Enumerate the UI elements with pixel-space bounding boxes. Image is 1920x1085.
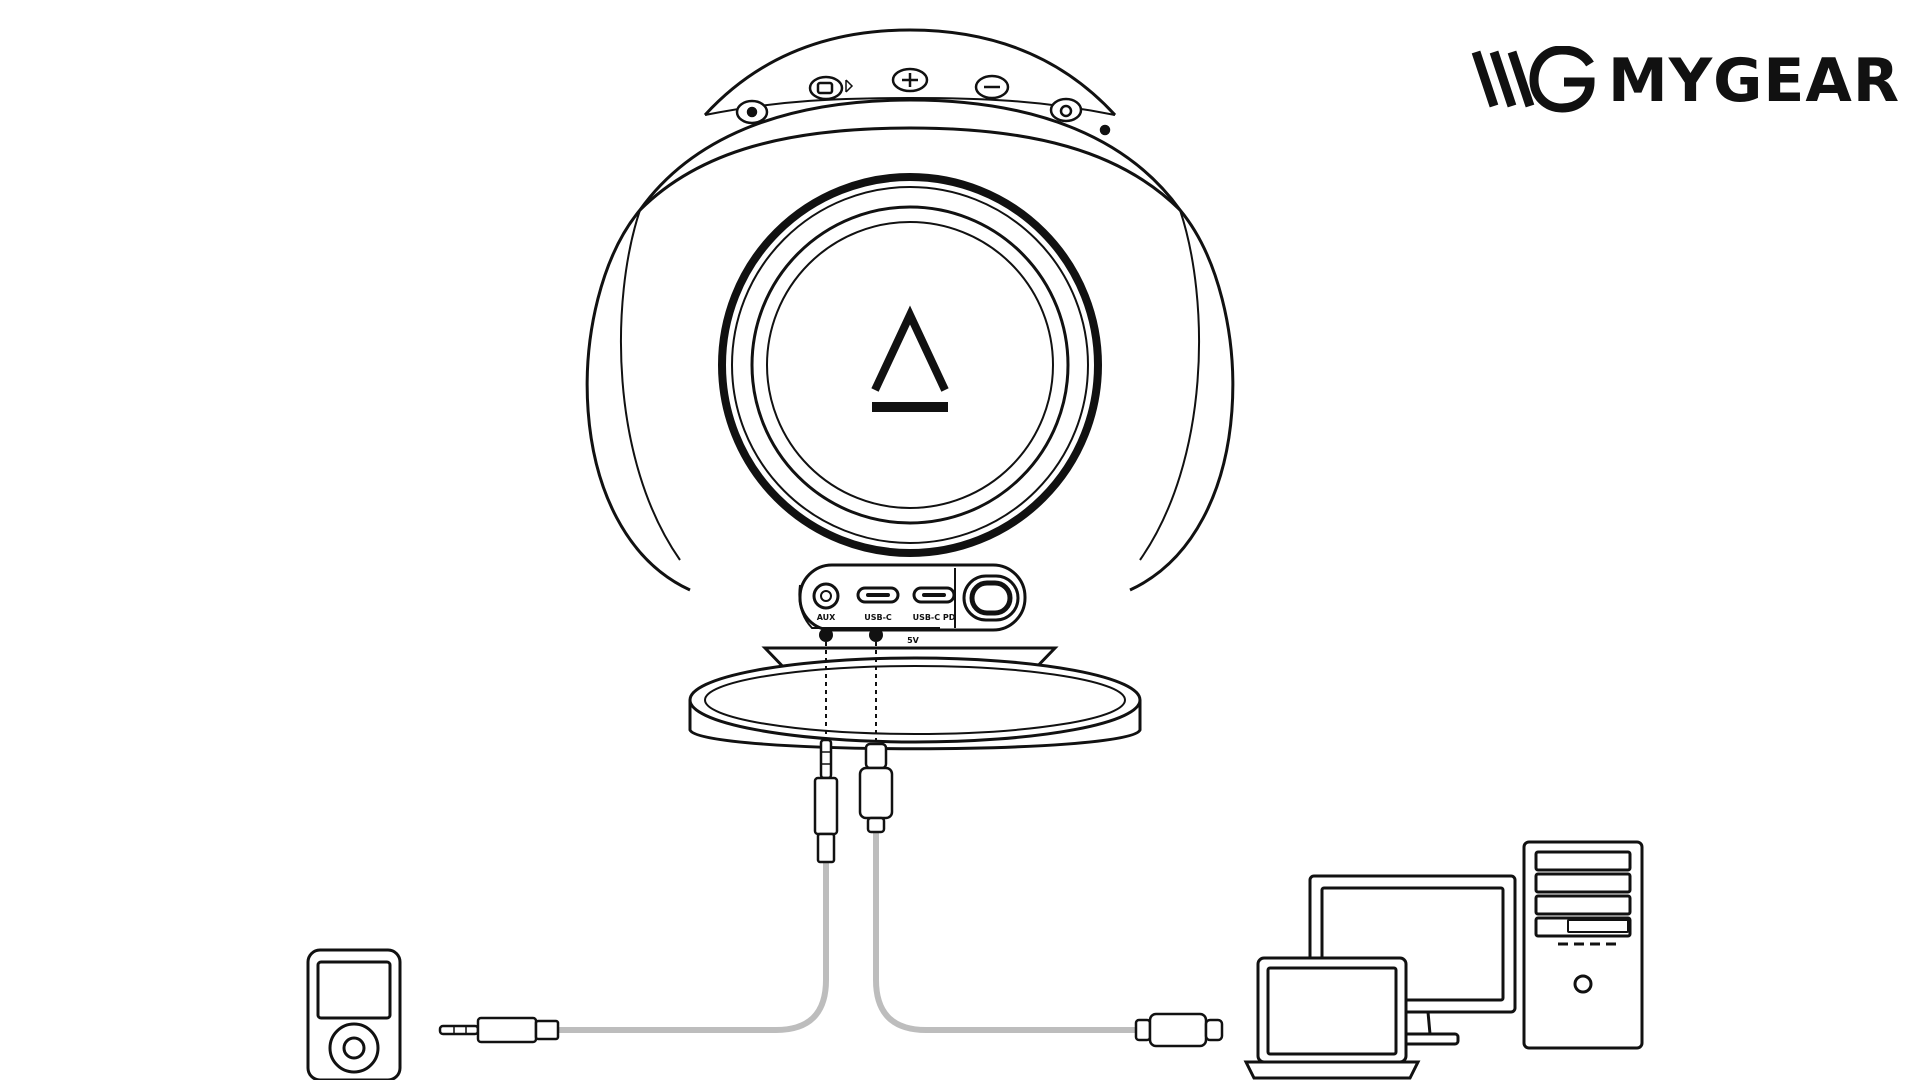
light-icon — [735, 99, 769, 125]
triangle-logo-icon — [871, 305, 949, 412]
port-label-usb-c-pd: USB-C PD — [913, 613, 956, 622]
minus-icon — [974, 74, 1010, 100]
brand-name: MYGEAR — [1608, 46, 1901, 116]
port-label-aux: AUX — [817, 613, 836, 622]
speaker-top-band — [638, 126, 1182, 212]
port-label-5v: 5V — [907, 636, 920, 645]
top-buttons — [735, 67, 1111, 136]
usb-c-pd-port-icon — [912, 586, 956, 604]
power-button-icon — [962, 574, 1020, 622]
aux-cable — [438, 738, 839, 1044]
plus-icon — [891, 67, 929, 93]
bluetooth-icon — [808, 75, 854, 101]
desktop-tower-icon — [1522, 840, 1644, 1050]
port-panel: AUX USB-C USB-C PD 5V — [798, 563, 1027, 645]
brand-logo: MYGEAR — [1470, 46, 1900, 116]
speaker-driver — [718, 173, 1102, 557]
connection-leaders — [819, 628, 883, 745]
mygear-logo-icon — [1471, 46, 1595, 113]
mp3-player-icon — [306, 948, 402, 1082]
usb-c-cable — [858, 742, 1224, 1048]
power-icon — [1049, 97, 1083, 123]
speaker-top-dome — [703, 28, 1117, 117]
usb-c-port-icon — [856, 586, 900, 604]
status-led — [1099, 124, 1111, 136]
laptop-icon — [1243, 956, 1421, 1080]
port-label-usb-c: USB-C — [864, 613, 892, 622]
speaker — [585, 28, 1235, 592]
aux-port-icon — [812, 582, 840, 610]
speaker-base — [688, 646, 1142, 751]
speaker-shell — [585, 98, 1235, 592]
